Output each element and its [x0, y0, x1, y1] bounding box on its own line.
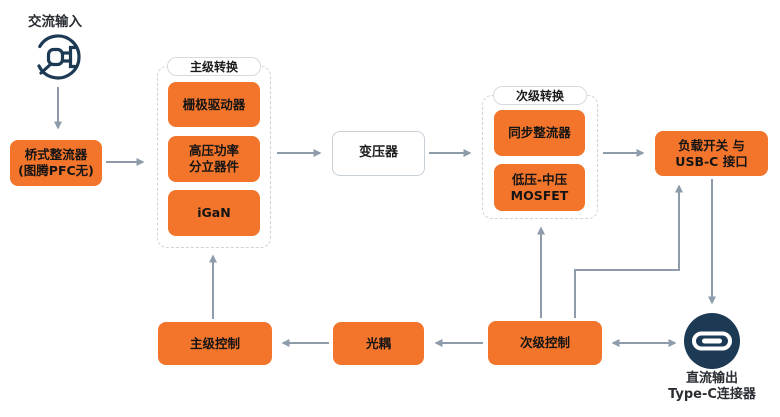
primary-control-block: 主级控制 — [158, 322, 272, 365]
ac-input-label: 交流输入 — [28, 14, 82, 30]
gate-driver-block: 栅极驱动器 — [168, 82, 260, 127]
hv-power-discretes-block: 高压功率 分立器件 — [168, 136, 260, 182]
secondary-conversion-group-label: 次级转换 — [493, 86, 587, 105]
dc-output-label: 直流输出 Type-C连接器 — [668, 371, 756, 403]
optocoupler-block: 光耦 — [333, 322, 424, 365]
bridge-rectifier-block: 桥式整流器 (图腾PFC无) — [10, 140, 102, 186]
lv-mv-mosfet-block: 低压-中压 MOSFET — [494, 164, 585, 211]
primary-conversion-group-label: 主级转换 — [167, 57, 261, 76]
plug-icon — [32, 31, 84, 83]
secondary-control-block: 次级控制 — [488, 321, 602, 365]
usb-c-icon — [684, 313, 740, 369]
load-switch-block: 负载开关 与 USB-C 接口 — [655, 131, 768, 176]
sync-rectifier-block: 同步整流器 — [494, 110, 585, 156]
transformer-block: 变压器 — [332, 131, 425, 176]
igan-block: iGaN — [168, 190, 260, 236]
